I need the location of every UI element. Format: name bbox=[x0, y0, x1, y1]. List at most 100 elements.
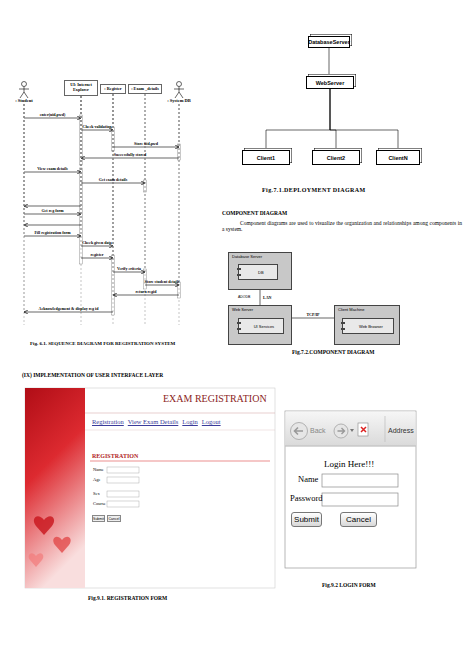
nav-link: Registration bbox=[92, 418, 124, 425]
figure-caption: Fig.7.1.DEPLOYMENT DIAGRAM bbox=[262, 187, 366, 194]
tree-link bbox=[330, 89, 398, 150]
back-button bbox=[291, 423, 308, 440]
node-text: : Exam _details bbox=[131, 87, 159, 92]
form-button: Cancel bbox=[107, 515, 121, 522]
text-input bbox=[107, 501, 139, 507]
lifeline-segment bbox=[81, 96, 82, 172]
actor-figure bbox=[18, 81, 30, 99]
connector bbox=[145, 94, 179, 285]
lifeline-header: : Register bbox=[100, 84, 126, 94]
figure-caption: Fig.7.2.COMPONENT DIAGRAM bbox=[292, 349, 374, 355]
edge-label: Store uid,pwd bbox=[134, 142, 158, 146]
lifeline-segment bbox=[81, 96, 82, 236]
component-icon bbox=[237, 328, 241, 330]
node-text: Web Browser bbox=[359, 324, 383, 329]
component-icon bbox=[237, 268, 241, 270]
lifeline-segment bbox=[179, 104, 180, 295]
field-label: Name bbox=[93, 467, 104, 472]
lifeline-segment bbox=[81, 96, 82, 225]
client-node: Client1 bbox=[242, 150, 290, 165]
client-node: Client2 bbox=[312, 150, 360, 165]
edge-label: enter(uid,pwd) bbox=[40, 113, 65, 117]
component-icon bbox=[341, 322, 345, 324]
node-text: : Register bbox=[104, 87, 121, 92]
component-box: UI Services bbox=[238, 318, 284, 334]
server-node: DatabaseServer bbox=[308, 36, 350, 48]
edge-label: Get reg form bbox=[41, 209, 63, 213]
node-text: Client2 bbox=[327, 155, 345, 161]
lifeline-segment bbox=[113, 94, 114, 130]
lifeline-segment bbox=[24, 104, 25, 236]
lifeline-segment bbox=[113, 94, 114, 295]
lifeline-segment bbox=[81, 96, 82, 158]
connector bbox=[260, 290, 261, 305]
lifeline-segment bbox=[179, 104, 180, 285]
node-text: Cancel bbox=[109, 517, 120, 521]
client-node: ClientN bbox=[376, 150, 420, 165]
connector bbox=[81, 94, 145, 183]
actor: : Student bbox=[8, 78, 40, 104]
text-input bbox=[322, 474, 398, 487]
connector bbox=[113, 94, 145, 272]
form-button: Submit bbox=[291, 512, 322, 527]
edge-label: Acknowledgement & display reg id bbox=[39, 307, 99, 311]
component-icon bbox=[341, 328, 345, 330]
nav-link: Login bbox=[182, 418, 198, 425]
heart bbox=[29, 553, 44, 567]
activation-bar bbox=[112, 127, 115, 151]
login-screenshot bbox=[285, 411, 416, 568]
screen-frame bbox=[25, 388, 275, 588]
node-text: WebServer bbox=[316, 80, 345, 86]
edge-label: Verify criteria bbox=[117, 267, 141, 271]
form-heading: Login Here!!! bbox=[324, 459, 374, 469]
connector bbox=[24, 96, 81, 225]
component-box: Web Browser bbox=[342, 318, 394, 334]
lifeline-segment bbox=[81, 96, 82, 246]
text-input bbox=[107, 491, 139, 497]
lifeline-segment bbox=[145, 94, 146, 183]
lifeline-segment bbox=[113, 94, 114, 258]
link-line bbox=[292, 318, 334, 319]
tree-link bbox=[266, 89, 330, 150]
body-text: Component diagrams are used to visualize… bbox=[222, 220, 462, 233]
lifeline-segment bbox=[81, 96, 82, 130]
lifeline-segment bbox=[145, 94, 146, 285]
link-line bbox=[260, 290, 261, 305]
lifeline-segment bbox=[81, 96, 82, 258]
form-heading: REGISTRATION bbox=[92, 453, 138, 460]
connector bbox=[24, 94, 113, 312]
message-arrow bbox=[24, 206, 81, 207]
node-text: ClientN bbox=[388, 155, 407, 161]
form-button: Cancel bbox=[340, 512, 377, 527]
nav-link: Logout bbox=[202, 418, 221, 425]
toolbar-text: Back bbox=[310, 427, 326, 435]
lifeline-segment bbox=[179, 104, 180, 147]
lifeline bbox=[179, 104, 180, 325]
browser-toolbar bbox=[286, 412, 416, 447]
lifeline-segment bbox=[113, 94, 114, 312]
browser-frame bbox=[285, 411, 416, 568]
menu-rule bbox=[85, 430, 275, 431]
actor-figure bbox=[173, 81, 185, 99]
connector bbox=[24, 96, 81, 206]
activation-bars bbox=[80, 115, 181, 315]
lifeline-segment bbox=[145, 94, 146, 272]
forward-arrow bbox=[338, 428, 345, 434]
lifeline-segment bbox=[81, 96, 82, 118]
forward-button bbox=[334, 424, 348, 438]
activation-bar bbox=[144, 180, 147, 192]
section-rule bbox=[90, 461, 270, 462]
edge-label: Store student details bbox=[145, 280, 180, 284]
lifeline-segment bbox=[24, 104, 25, 206]
section-heading: (IX) IMPLEMENTATION OF USER INTERFACE LA… bbox=[22, 372, 163, 378]
lifeline-segment bbox=[24, 104, 25, 172]
activation-bar bbox=[178, 282, 181, 298]
message-arrow bbox=[24, 225, 81, 226]
deployment-node: Database ServerDB bbox=[228, 252, 292, 290]
dropdown-arrow bbox=[350, 429, 354, 432]
lifeline-segment bbox=[81, 96, 82, 206]
lifeline-segment bbox=[113, 94, 114, 272]
text-input bbox=[107, 477, 139, 483]
field-label: Course bbox=[93, 501, 106, 506]
node-text: Database Server bbox=[232, 254, 262, 259]
